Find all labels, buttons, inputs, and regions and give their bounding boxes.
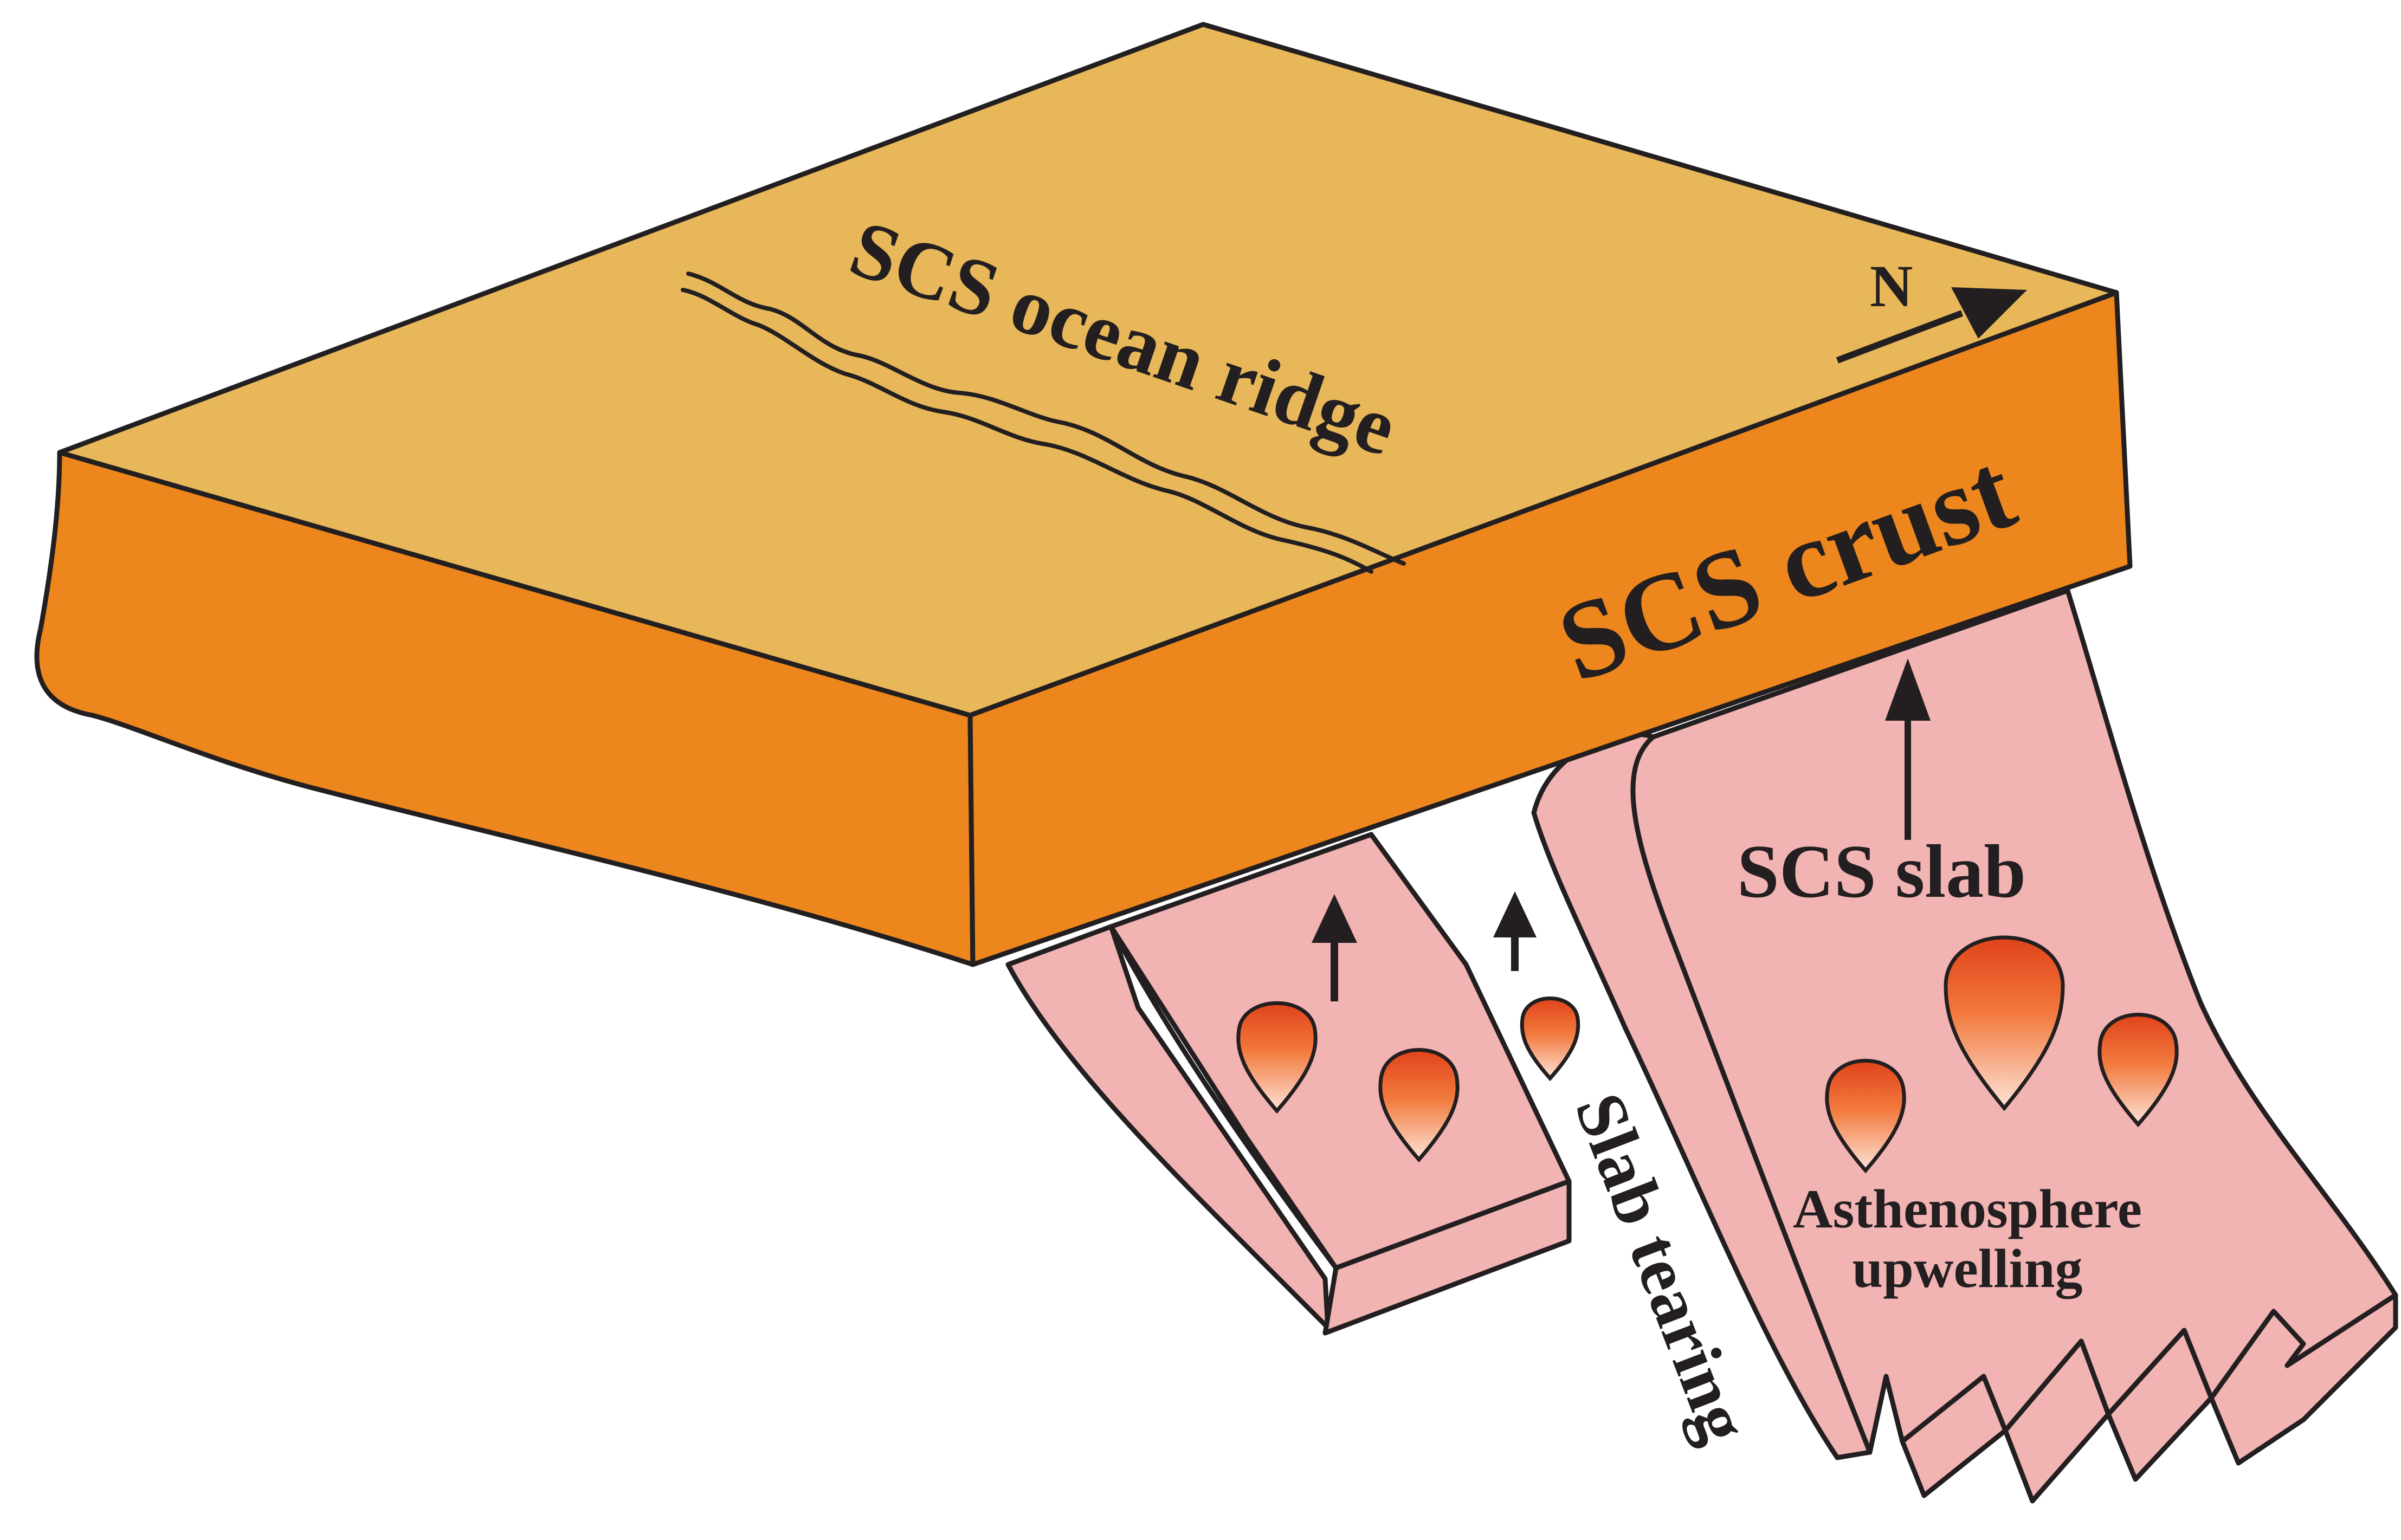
melt-drop-icon <box>1520 997 1580 1082</box>
ocean-ridge <box>681 271 1406 574</box>
crust-front-face <box>34 450 976 967</box>
ridge-line-lower <box>681 288 1373 574</box>
upwelling-label: upwelling <box>1852 1238 2082 1299</box>
upwelling-arrows <box>1312 658 1931 1001</box>
arrow-up-icon <box>1312 894 1357 943</box>
arrow-up-icon <box>1493 891 1537 937</box>
left-slab-bottom-face <box>1322 1179 1572 1336</box>
melt-drop-icon <box>2097 1013 2179 1128</box>
left-slab-fragment <box>1005 832 1572 1336</box>
north-arrow-icon <box>1951 287 2027 339</box>
north-arrow-shaft <box>1836 310 1964 364</box>
right-slab-inner-edge <box>1630 734 1873 1455</box>
left-slab-side <box>1005 924 1331 1330</box>
slab-label: SCS slab <box>1737 830 2026 914</box>
melt-drop-icon <box>1378 1048 1460 1163</box>
melt-droplets <box>1236 935 2179 1174</box>
north-arrow: N <box>1836 253 2027 364</box>
crust-top-face <box>57 22 2119 718</box>
left-slab-inner-edge <box>1108 924 1339 1271</box>
north-label: N <box>1870 253 1913 319</box>
melt-drop-icon <box>1944 935 2065 1111</box>
melt-drop-icon <box>1236 1001 1318 1114</box>
melt-drop-icon <box>1825 1059 1906 1174</box>
arrow-up-icon <box>1885 658 1931 721</box>
left-slab-front <box>1108 832 1572 1271</box>
ridge-line-upper <box>686 271 1406 566</box>
asthenosphere-label: Asthenosphere <box>1793 1179 2142 1240</box>
crust-block <box>34 22 2133 967</box>
right-slab-toe-4 <box>2209 1292 2398 1466</box>
